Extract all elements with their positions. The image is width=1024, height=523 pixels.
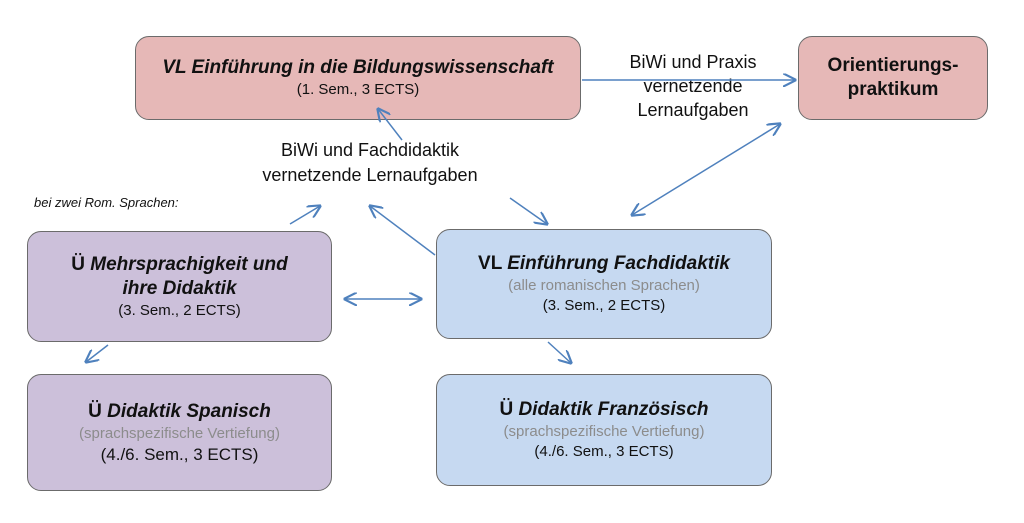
box-grey-note: (alle romanischen Sprachen) — [508, 277, 700, 294]
box-grey-note: (sprachspezifische Vertiefung) — [503, 423, 705, 440]
box-subtitle: (4./6. Sem., 3 ECTS) — [534, 443, 674, 460]
label-line: BiWi und Fachdidaktik — [280, 140, 460, 160]
label-line: BiWi und Praxis — [629, 52, 757, 72]
box-title: Ü Didaktik Französisch — [499, 399, 709, 420]
box-orientierungspraktikum: Orientierungs- praktikum — [798, 36, 988, 120]
arrow-label-to-mehrsprachigkeit — [289, 206, 320, 225]
box-title-line2: ihre Didaktik — [122, 277, 237, 299]
box-subtitle: (1. Sem., 3 ECTS) — [296, 81, 420, 98]
arrow-fachdidaktik-to-franzoesisch — [547, 341, 571, 363]
box-subtitle: (4./6. Sem., 3 ECTS) — [100, 444, 259, 464]
box-vl-bildungswissenschaft: VL Einführung in die Bildungswissenschaf… — [135, 36, 581, 120]
arrow-praktikum-fachdidaktik — [632, 124, 780, 215]
label-line: Lernaufgaben — [637, 100, 749, 120]
box-subtitle: (3. Sem., 2 ECTS) — [118, 301, 241, 319]
arrow-fachdidaktik-to-label — [370, 206, 436, 256]
box-didaktik-spanisch: Ü Didaktik Spanisch (sprachspezifische V… — [27, 374, 332, 491]
label-biwi-praxis: BiWi und Praxis vernetzende Lernaufgaben — [598, 50, 788, 122]
label-biwi-fachdidaktik: BiWi und Fachdidaktik vernetzende Lernau… — [225, 138, 515, 188]
box-title: VL Einführung Fachdidaktik — [478, 253, 730, 274]
note-zwei-sprachen: bei zwei Rom. Sprachen: — [34, 195, 179, 210]
box-subtitle: (3. Sem., 2 ECTS) — [542, 297, 666, 314]
box-title-line1: Ü Mehrsprachigkeit und — [71, 253, 288, 275]
label-line: vernetzende — [643, 76, 743, 96]
box-title: Ü Didaktik Spanisch — [88, 400, 271, 422]
box-mehrsprachigkeit: Ü Mehrsprachigkeit und ihre Didaktik (3.… — [27, 231, 332, 342]
box-vl-fachdidaktik: VL Einführung Fachdidaktik (alle romanis… — [436, 229, 772, 339]
box-title: VL Einführung in die Bildungswissenschaf… — [162, 57, 554, 78]
box-didaktik-franzoesisch: Ü Didaktik Französisch (sprachspezifisch… — [436, 374, 772, 486]
arrow-label-to-bildung — [378, 109, 403, 141]
arrow-mehrsprachigkeit-to-spanisch — [86, 344, 109, 362]
label-line: vernetzende Lernaufgaben — [262, 165, 478, 185]
arrow-label-to-fachdidaktik — [509, 197, 547, 224]
box-title-line1: Orientierungs- — [827, 55, 959, 76]
box-grey-note: (sprachspezifische Vertiefung) — [79, 424, 280, 442]
box-title-line2: praktikum — [847, 79, 939, 100]
